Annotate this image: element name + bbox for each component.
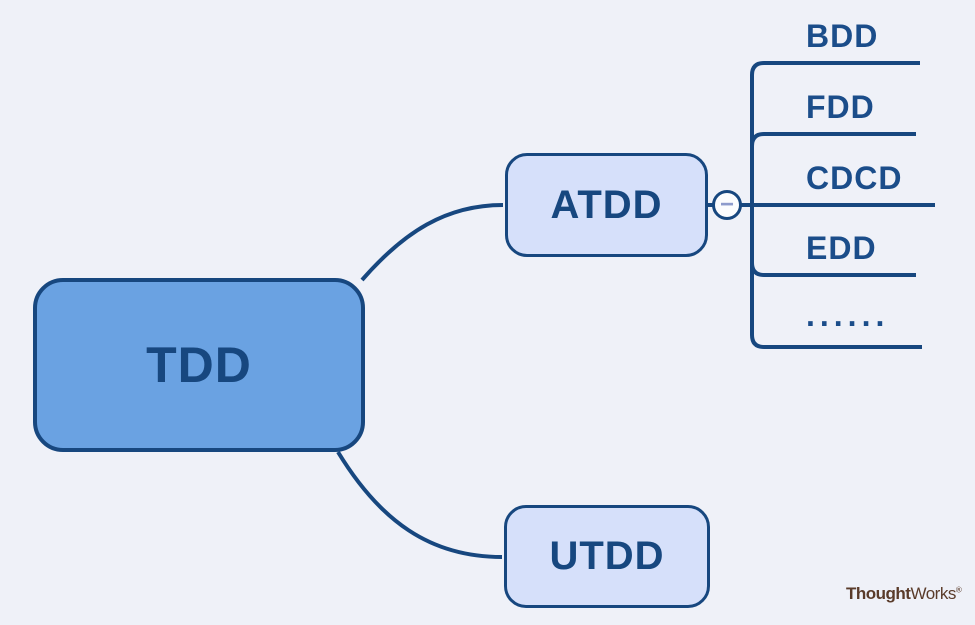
edd-underline [750, 262, 916, 277]
topic-ellipsis[interactable]: ...... [806, 294, 966, 334]
topic-fdd[interactable]: FDD [806, 86, 966, 126]
topic-atdd[interactable]: ATDD [505, 153, 708, 257]
logo-registered-mark: ® [955, 585, 962, 595]
logo-thought: Thought [846, 584, 911, 603]
topic-utdd-label: UTDD [549, 534, 665, 578]
topic-ellipsis-label: ...... [806, 297, 890, 333]
topic-edd-label: EDD [806, 230, 877, 266]
topic-bdd[interactable]: BDD [806, 15, 966, 55]
topic-tdd-label: TDD [146, 337, 252, 393]
topic-bdd-label: BDD [806, 18, 879, 54]
logo-works: Works [910, 584, 956, 603]
edge-root-to-utdd [336, 450, 503, 559]
topic-edd[interactable]: EDD [806, 227, 966, 267]
thoughtworks-logo: ThoughtWorks® [846, 584, 962, 604]
topic-cdcd-label: CDCD [806, 160, 903, 196]
collapse-toggle-atdd[interactable]: − [712, 190, 742, 220]
topic-atdd-label: ATDD [550, 182, 663, 227]
fdd-underline [750, 132, 916, 147]
topic-fdd-label: FDD [806, 89, 875, 125]
topic-tdd[interactable]: TDD [33, 278, 365, 452]
topic-utdd[interactable]: UTDD [504, 505, 710, 608]
edge-root-to-atdd [360, 203, 504, 282]
topic-cdcd[interactable]: CDCD [806, 157, 966, 197]
